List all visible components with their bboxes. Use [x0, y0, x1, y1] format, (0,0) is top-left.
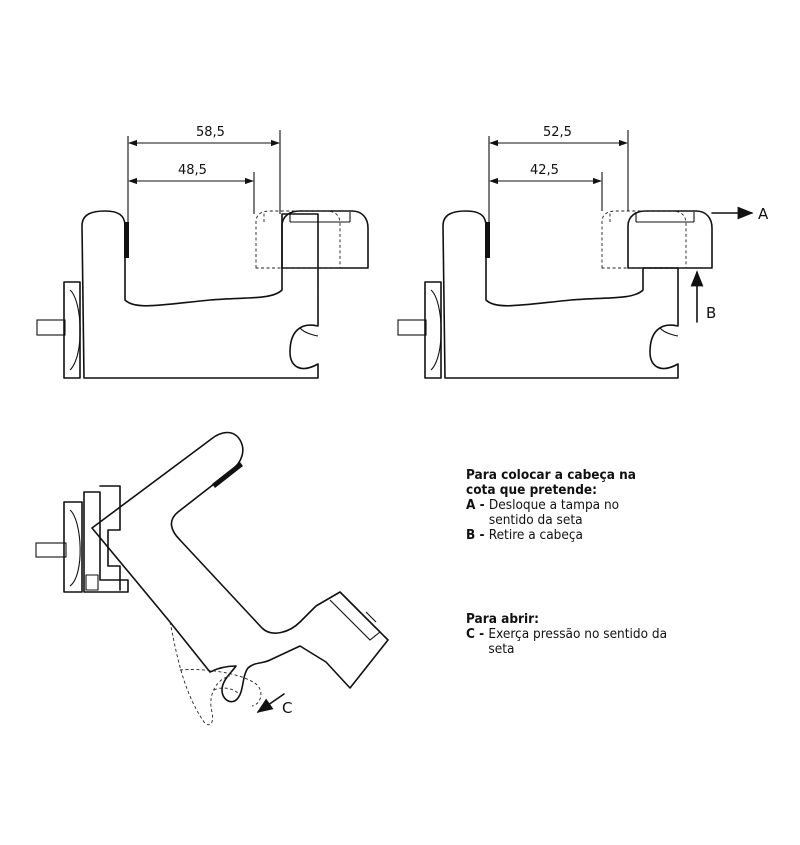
dimension-right-outer: 52,5: [543, 125, 572, 140]
step-c: C - Exerça pressão no sentido da seta: [466, 627, 668, 657]
place-heading-line1: Para colocar a cabeça na: [466, 467, 637, 483]
step-b-text: Retire a cabeça: [488, 527, 583, 543]
open-view: [35, 431, 389, 726]
step-c-text: Exerça pressão no sentido da seta: [488, 626, 668, 657]
label-a: A: [758, 205, 769, 223]
label-c: C: [282, 699, 292, 717]
step-c-key: C -: [466, 626, 489, 642]
open-heading: Para abrir:: [466, 611, 540, 627]
arrow-c: [256, 693, 285, 713]
instructions-open: Para abrir: C - Exerça pressão no sentid…: [466, 612, 668, 657]
dimension-left-inner: 48,5: [178, 163, 207, 178]
instructions-place-head: Para colocar a cabeça na cota que preten…: [466, 468, 639, 543]
step-a-key: A -: [466, 497, 489, 513]
step-a: A - Desloque a tampa no sentido da seta: [466, 498, 639, 528]
step-a-text: Desloque a tampa no sentido da seta: [488, 497, 620, 528]
label-b: B: [706, 304, 716, 322]
step-b-key: B -: [466, 527, 489, 543]
dimension-left-outer: 58,5: [196, 125, 225, 140]
step-b: B - Retire a cabeça: [466, 528, 639, 543]
place-heading-line2: cota que pretende:: [466, 482, 597, 498]
dimension-right-inner: 42,5: [530, 163, 559, 178]
side-view-right: [397, 130, 754, 379]
side-view-left: [36, 130, 369, 379]
